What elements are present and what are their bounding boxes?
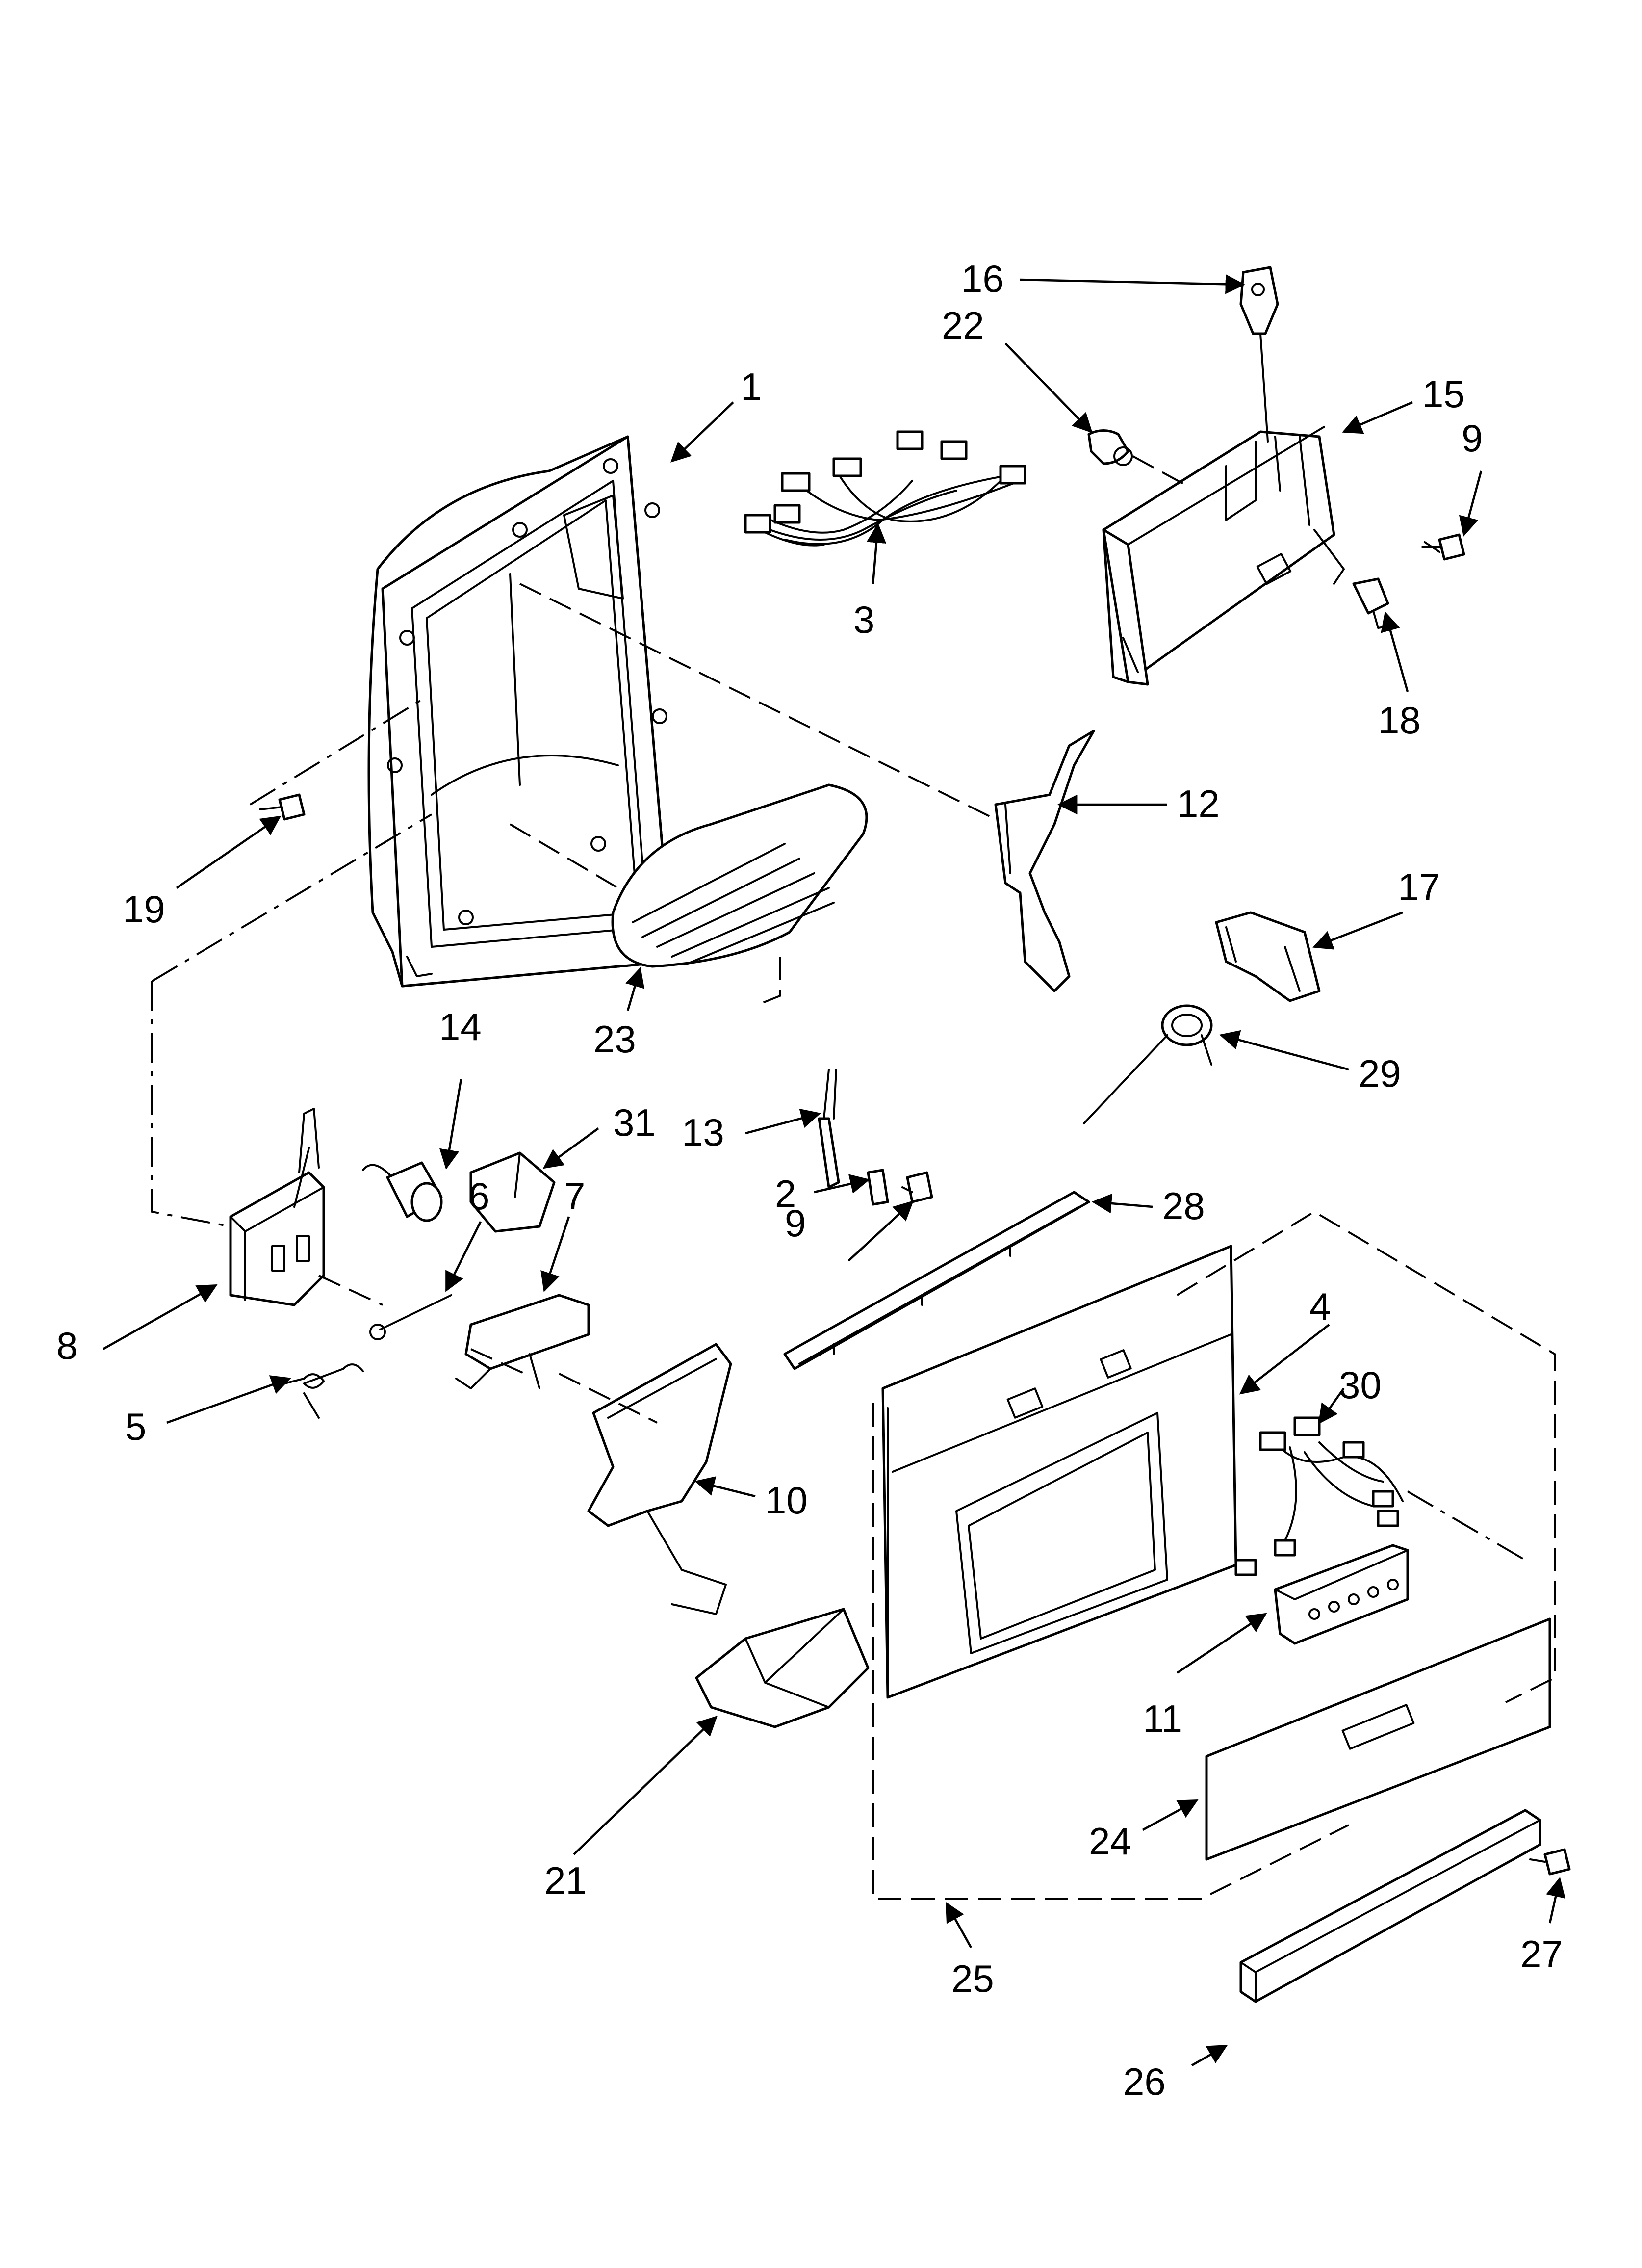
callout-26: 26	[1123, 2060, 1166, 2103]
part-control-board	[1274, 1544, 1409, 1645]
callout-22: 22	[942, 304, 984, 347]
part-screw-middle	[901, 1171, 933, 1203]
callout-16: 16	[961, 257, 1004, 300]
callout-31: 31	[613, 1101, 656, 1144]
part-motor-bracket	[1215, 911, 1321, 1002]
part-thermostat	[1083, 1004, 1213, 1124]
part-ice-chute	[695, 1608, 870, 1728]
part-pivot-pin	[369, 1294, 452, 1340]
callout-1: 1	[741, 365, 762, 408]
callout-29: 29	[1359, 1052, 1401, 1095]
callout-10: 10	[765, 1479, 808, 1522]
part-control-decal	[1205, 1617, 1551, 1861]
callout-6: 6	[468, 1174, 489, 1218]
part-drip-grille	[611, 783, 868, 968]
callout-8: 8	[56, 1324, 77, 1367]
callout-labels: 1 2 3 4 5 6 7 8 9 9 10 11 12 13 14 15 16…	[56, 257, 1563, 2103]
callout-27: 27	[1520, 1932, 1563, 1976]
callout-4: 4	[1309, 1285, 1331, 1328]
part-ice-lever	[994, 730, 1095, 992]
callout-23: 23	[593, 1017, 636, 1061]
callout-2: 2	[775, 1172, 796, 1215]
part-housing-frame	[367, 435, 673, 988]
part-insulator	[867, 1169, 889, 1206]
part-screw-bottom	[1529, 1848, 1571, 1876]
part-screw-left	[259, 793, 306, 821]
part-light-bulb	[1087, 429, 1133, 466]
part-wire-harness-upper	[744, 430, 1026, 547]
callout-25: 25	[951, 1957, 994, 2000]
callout-30: 30	[1339, 1363, 1382, 1407]
callout-21: 21	[544, 1859, 587, 1902]
callout-leaders	[102, 274, 1565, 2066]
callout-28: 28	[1162, 1184, 1205, 1227]
callout-19: 19	[123, 887, 165, 931]
callout-17: 17	[1398, 865, 1440, 909]
part-microswitch-clip	[818, 1069, 840, 1189]
callout-9-middle: 9	[785, 1201, 806, 1245]
callout-13: 13	[682, 1111, 724, 1154]
part-solenoid-cover	[469, 1151, 556, 1233]
part-paddle-arm	[587, 1343, 732, 1615]
part-solenoid	[362, 1161, 443, 1222]
callout-5: 5	[125, 1405, 146, 1448]
callout-7: 7	[564, 1174, 585, 1218]
callout-24: 24	[1089, 1820, 1131, 1863]
callout-12: 12	[1177, 782, 1220, 825]
callout-18: 18	[1378, 699, 1421, 742]
part-bottom-rail	[1239, 1809, 1541, 2003]
callout-14: 14	[439, 1005, 482, 1048]
part-control-housing	[1102, 426, 1345, 686]
part-wire-harness-lower	[1234, 1416, 1404, 1576]
callout-9-upper: 9	[1462, 417, 1483, 460]
part-switch-actuator-lower	[455, 1294, 590, 1389]
callout-11: 11	[1143, 1697, 1182, 1740]
part-top-rail	[783, 1191, 1090, 1370]
part-dispenser-motor	[229, 1108, 325, 1306]
part-switch-actuator	[1239, 266, 1279, 443]
callout-15: 15	[1422, 372, 1465, 416]
callout-3: 3	[853, 598, 874, 641]
part-screw-upper	[1421, 533, 1465, 561]
part-torsion-spring	[283, 1363, 364, 1419]
part-front-panel	[881, 1245, 1237, 1699]
assembly-lines	[151, 455, 1556, 1900]
